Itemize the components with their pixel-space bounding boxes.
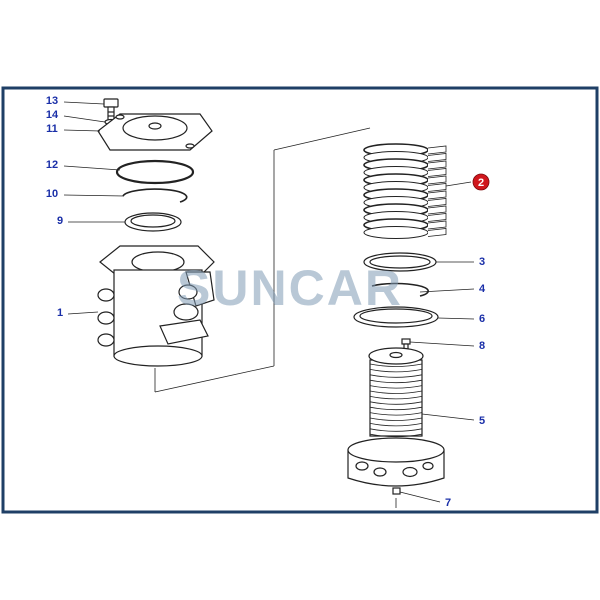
leader-line-13 bbox=[63, 101, 105, 105]
leader-line-4 bbox=[419, 288, 475, 293]
leader-line-1 bbox=[67, 311, 99, 315]
swivel-rotor-part-5 bbox=[347, 347, 445, 487]
callout-label-4: 4 bbox=[479, 283, 486, 295]
callout-label-10: 10 bbox=[46, 188, 58, 200]
callout-label-3: 3 bbox=[479, 256, 485, 268]
callout-label-1: 1 bbox=[57, 307, 63, 319]
leader-line-12 bbox=[63, 165, 121, 171]
leader-line-7 bbox=[399, 491, 441, 503]
callout-label-14: 14 bbox=[46, 109, 59, 121]
snap-ring-part-10 bbox=[122, 188, 188, 203]
leader-line-5 bbox=[421, 413, 475, 421]
o-ring-part-12 bbox=[115, 159, 195, 185]
leader-line-10 bbox=[63, 194, 125, 197]
ring-part-6 bbox=[353, 306, 439, 328]
leader-line-2 bbox=[445, 181, 472, 187]
callout-label-2: 2 bbox=[478, 177, 484, 189]
ring-part-9 bbox=[124, 212, 182, 232]
plug-part-7 bbox=[392, 487, 401, 495]
callout-label-13: 13 bbox=[46, 95, 58, 107]
bolt-part-13 bbox=[103, 98, 119, 124]
callout-label-6: 6 bbox=[479, 313, 485, 325]
snap-ring-part-4 bbox=[371, 282, 429, 297]
cover-part-11 bbox=[97, 113, 213, 151]
alignment-lines-left bbox=[154, 127, 371, 393]
watermark-text: SUNCAR bbox=[177, 260, 403, 316]
left-assembly bbox=[97, 98, 215, 367]
callout-label-7: 7 bbox=[445, 497, 451, 509]
leader-line-8 bbox=[409, 341, 475, 347]
leader-line-14 bbox=[63, 115, 106, 123]
right-assembly bbox=[347, 143, 447, 495]
callout-label-9: 9 bbox=[57, 215, 63, 227]
callout-label-8: 8 bbox=[479, 340, 485, 352]
seal-kit-part-2 bbox=[363, 143, 447, 239]
callout-label-11: 11 bbox=[46, 123, 58, 135]
leader-line-11 bbox=[63, 129, 101, 132]
leader-line-6 bbox=[437, 317, 475, 320]
callout-label-12: 12 bbox=[46, 159, 58, 171]
callout-label-5: 5 bbox=[479, 415, 485, 427]
callout-highlight-2 bbox=[472, 173, 490, 191]
swivel-body-part-1 bbox=[97, 245, 215, 367]
